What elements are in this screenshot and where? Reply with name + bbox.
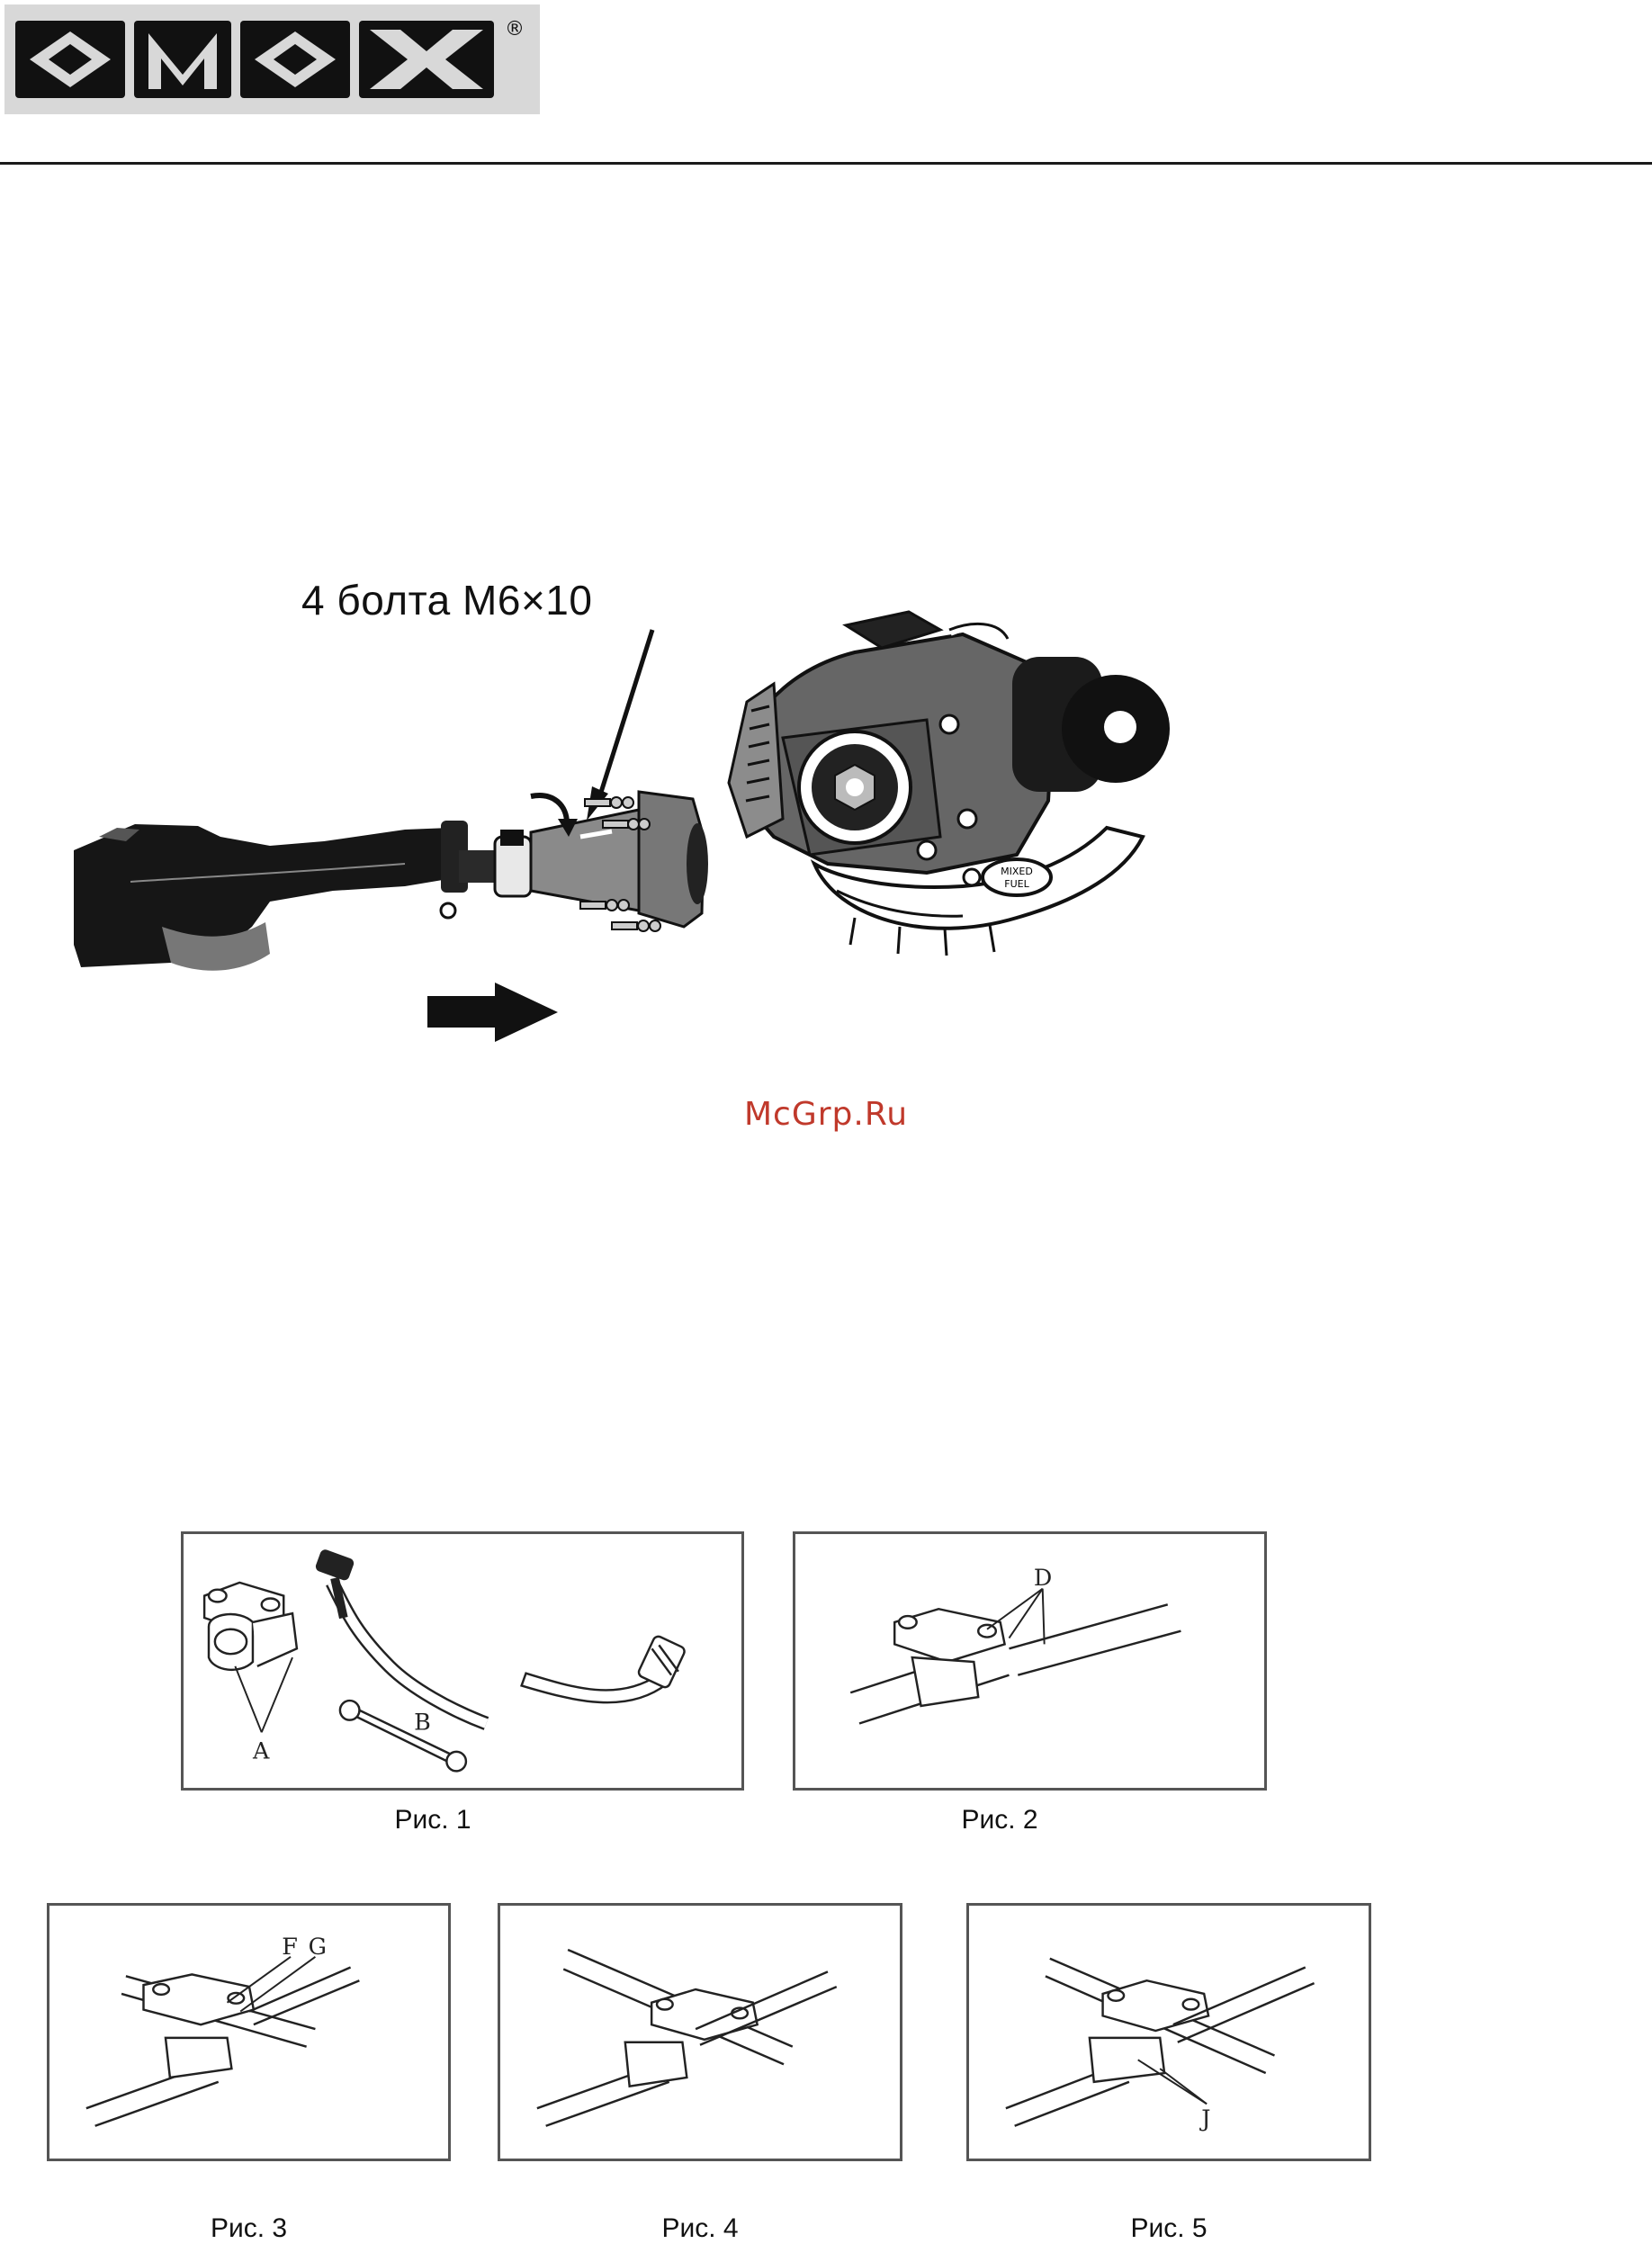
figure-2-panel: D bbox=[793, 1531, 1267, 1791]
svg-text:FUEL: FUEL bbox=[1004, 878, 1029, 890]
svg-text:A: A bbox=[252, 1738, 270, 1765]
figure-4-caption: Рис. 4 bbox=[498, 2213, 902, 2244]
fuel-cap bbox=[983, 859, 1051, 895]
figure-1-panel: A B bbox=[181, 1531, 744, 1791]
omax-logo: ® bbox=[4, 4, 540, 114]
clamp-parts bbox=[204, 1583, 297, 1670]
bent-tube bbox=[522, 1635, 687, 1702]
figure-1-caption: Рис. 1 bbox=[181, 1805, 685, 1836]
watermark: McGrp.Ru bbox=[0, 1096, 1652, 1133]
label-pointer-arrow bbox=[598, 630, 652, 801]
svg-text:B: B bbox=[414, 1709, 431, 1736]
figure-4-panel bbox=[498, 1903, 902, 2161]
svg-text:®: ® bbox=[505, 18, 525, 40]
svg-text:J: J bbox=[1199, 2105, 1210, 2132]
svg-text:G: G bbox=[309, 1934, 327, 1961]
svg-text:D: D bbox=[1034, 1565, 1052, 1592]
svg-text:MIXED: MIXED bbox=[1001, 866, 1033, 877]
figure-3-caption: Рис. 3 bbox=[47, 2213, 451, 2244]
figure-3-panel: F G bbox=[47, 1903, 451, 2161]
engine-assembly-illustration: MIXED FUEL bbox=[63, 567, 1170, 1071]
figure-5-caption: Рис. 5 bbox=[966, 2213, 1371, 2244]
clamp-screw bbox=[441, 903, 455, 918]
svg-text:F: F bbox=[282, 1934, 298, 1961]
engine: MIXED FUEL bbox=[729, 612, 1170, 956]
figure-2-caption: Рис. 2 bbox=[793, 1805, 1207, 1836]
figure-5-panel: J bbox=[966, 1903, 1371, 2161]
header-rule bbox=[0, 162, 1652, 165]
direction-arrow bbox=[427, 979, 562, 1046]
